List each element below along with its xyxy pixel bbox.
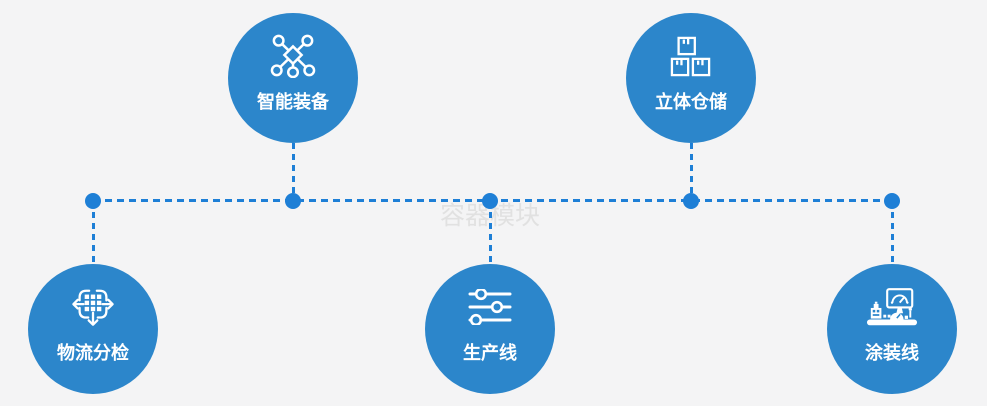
node-painting-line: 涂装线 [827, 264, 957, 394]
stacked-boxes-icon [626, 32, 756, 80]
connector-vertical-line [890, 201, 894, 264]
node-stereo-warehouse: 立体仓储 [626, 13, 756, 143]
connector-junction-dot [683, 193, 699, 209]
connector-junction-dot [285, 193, 301, 209]
node-logistics-sorting: 物流分检 [28, 264, 158, 394]
sliders-icon [425, 283, 555, 331]
connector-junction-dot [482, 193, 498, 209]
node-label: 物流分检 [57, 343, 129, 363]
node-label: 生产线 [463, 343, 517, 363]
node-label: 涂装线 [865, 343, 919, 363]
connector-junction-dot [85, 193, 101, 209]
control-console-icon [827, 283, 957, 331]
node-label: 立体仓储 [655, 92, 727, 112]
distribute-arrows-icon [28, 283, 158, 331]
node-production-line: 生产线 [425, 264, 555, 394]
network-nodes-icon [228, 32, 358, 80]
node-smart-equipment: 智能装备 [228, 13, 358, 143]
connector-vertical-line [488, 201, 492, 264]
connector-junction-dot [884, 193, 900, 209]
node-label: 智能装备 [257, 92, 329, 112]
connector-vertical-line [689, 143, 693, 201]
connector-vertical-line [91, 201, 95, 264]
connector-vertical-line [291, 143, 295, 201]
